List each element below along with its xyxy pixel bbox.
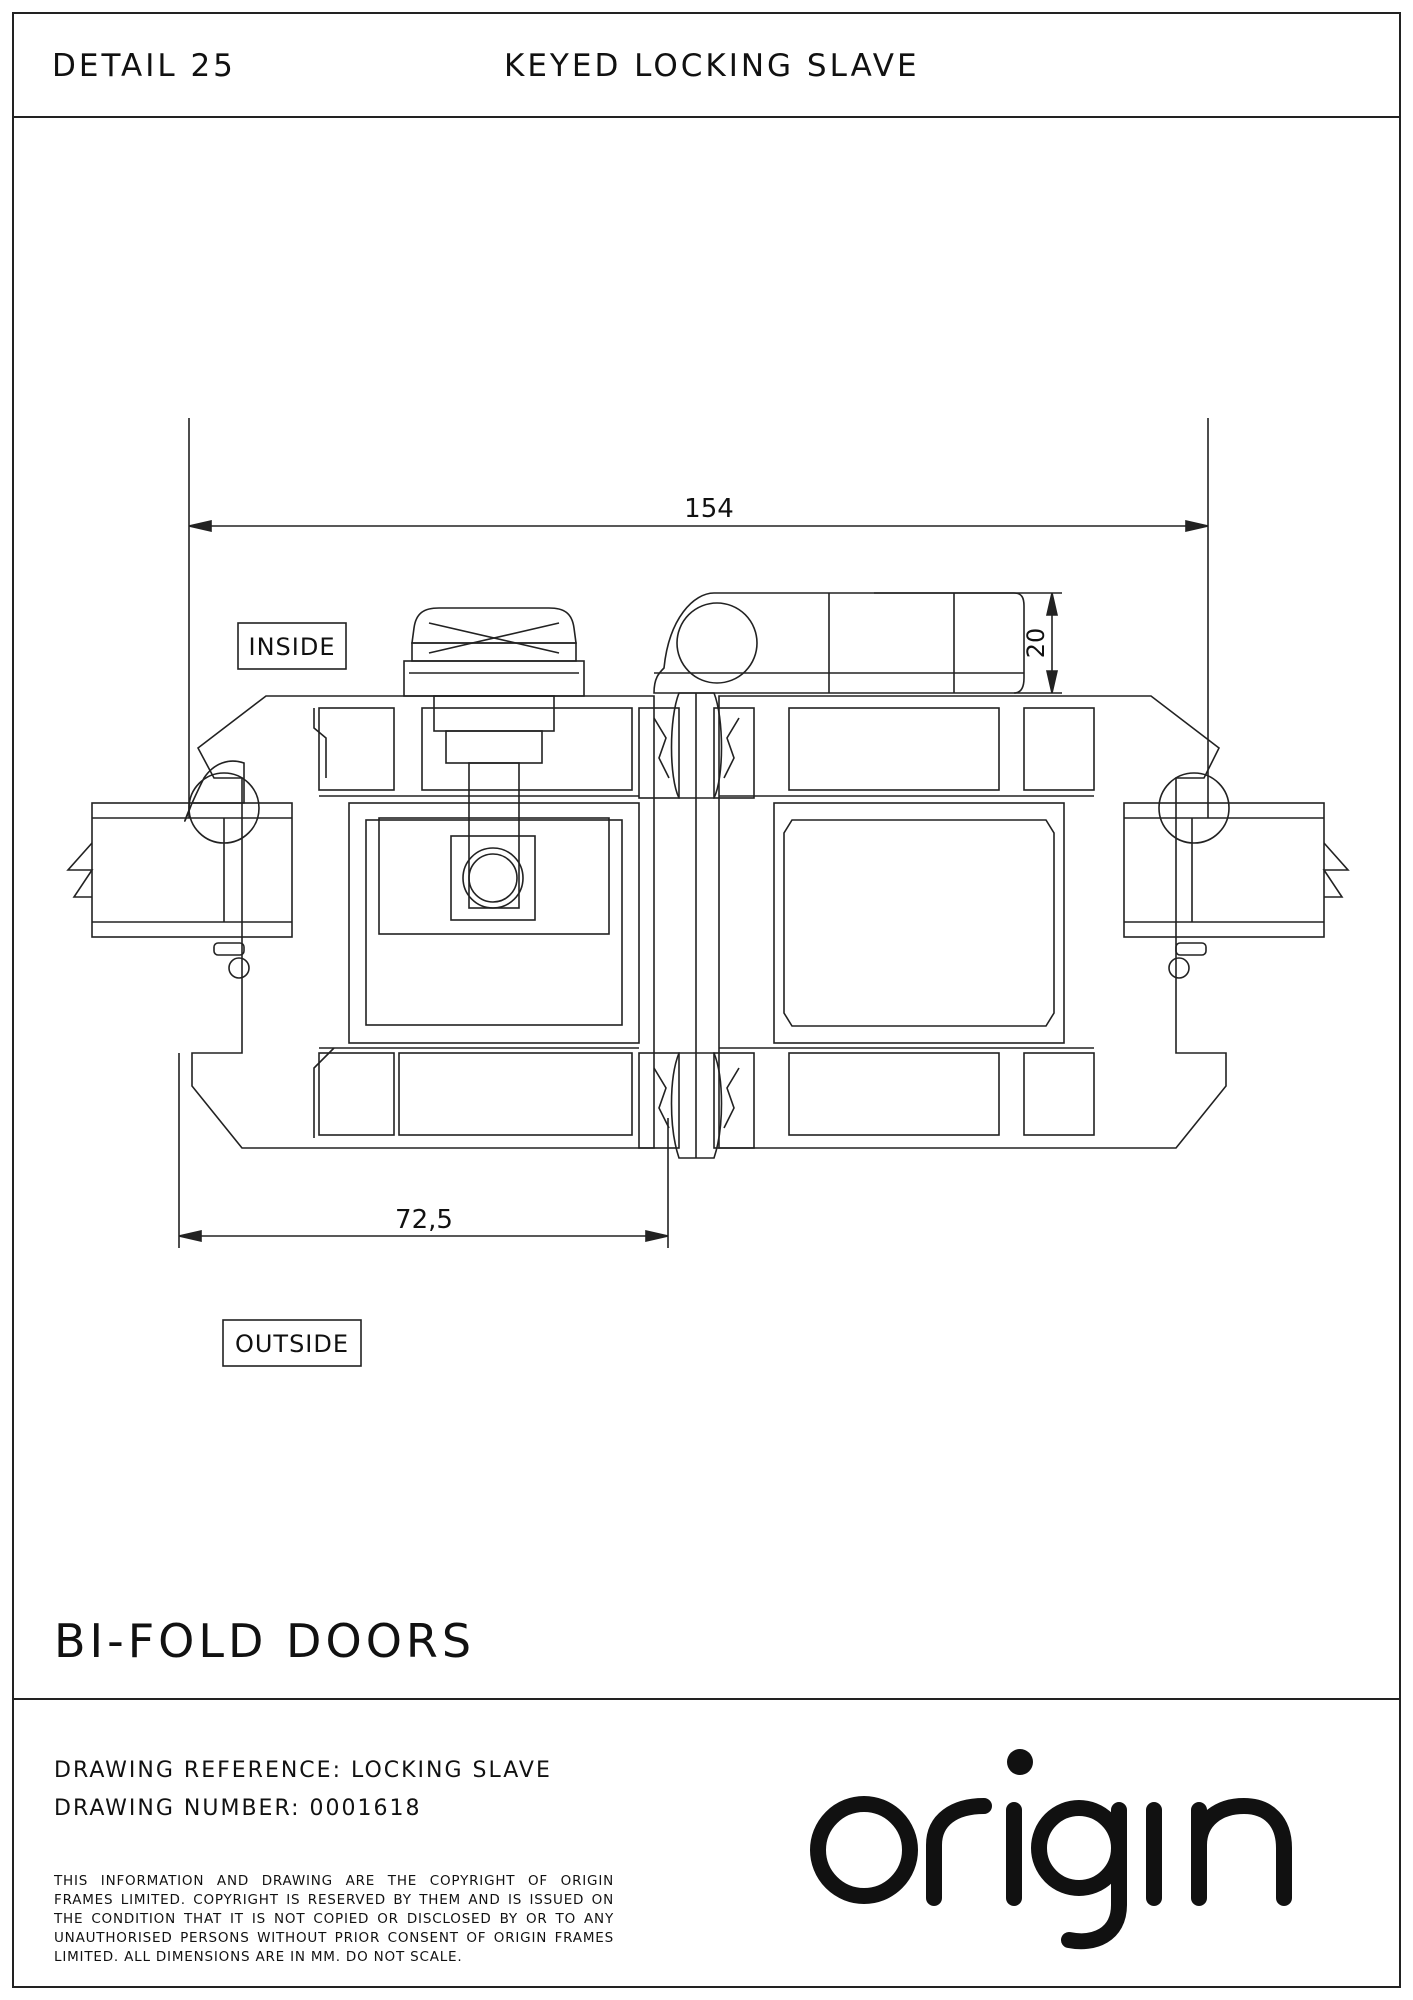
glass-unit-left: [66, 802, 293, 938]
product-title: BI-FOLD DOORS: [54, 1614, 476, 1668]
dim-half-label: 72,5: [395, 1205, 453, 1235]
drawing-reference: DRAWING REFERENCE: LOCKING SLAVE: [54, 1758, 552, 1783]
detail-title: KEYED LOCKING SLAVE: [504, 48, 920, 84]
outside-tag: OUTSIDE: [222, 1319, 362, 1367]
inside-tag: INSIDE: [237, 622, 347, 670]
origin-logo: [810, 1749, 1292, 1950]
dimension-overall: 154: [188, 418, 1209, 818]
dim-overall-label: 154: [684, 494, 734, 524]
keyed-cylinder-lock: [378, 607, 610, 935]
title-block: DRAWING REFERENCE: LOCKING SLAVE DRAWING…: [14, 1698, 1399, 1988]
title-bar: DETAIL 25 KEYED LOCKING SLAVE: [14, 14, 1399, 118]
meeting-stiles: [638, 692, 755, 1159]
drawing-sheet: DETAIL 25 KEYED LOCKING SLAVE 154 INSIDE: [12, 12, 1401, 1988]
dim-handle-label: 20: [1022, 628, 1050, 659]
outside-label: OUTSIDE: [235, 1330, 349, 1358]
technical-drawing: 154 INSIDE OUTSIDE 20: [14, 118, 1399, 1468]
sash-profile-left: [184, 695, 655, 1149]
sash-profile-right: [718, 695, 1230, 1149]
dimension-half: 72,5: [178, 1053, 669, 1248]
drawing-number: DRAWING NUMBER: 0001618: [54, 1796, 422, 1821]
flag-handle: [653, 592, 1025, 694]
dimension-handle-height: 20: [874, 592, 1062, 694]
inside-label: INSIDE: [249, 633, 336, 661]
glass-unit-right: [1123, 802, 1350, 938]
copyright-notice: THIS INFORMATION AND DRAWING ARE THE COP…: [54, 1873, 614, 1965]
profile-section-svg: 154 INSIDE OUTSIDE 20: [66, 418, 1350, 1367]
bead-gaskets: [213, 942, 1207, 979]
detail-number: DETAIL 25: [52, 48, 236, 84]
